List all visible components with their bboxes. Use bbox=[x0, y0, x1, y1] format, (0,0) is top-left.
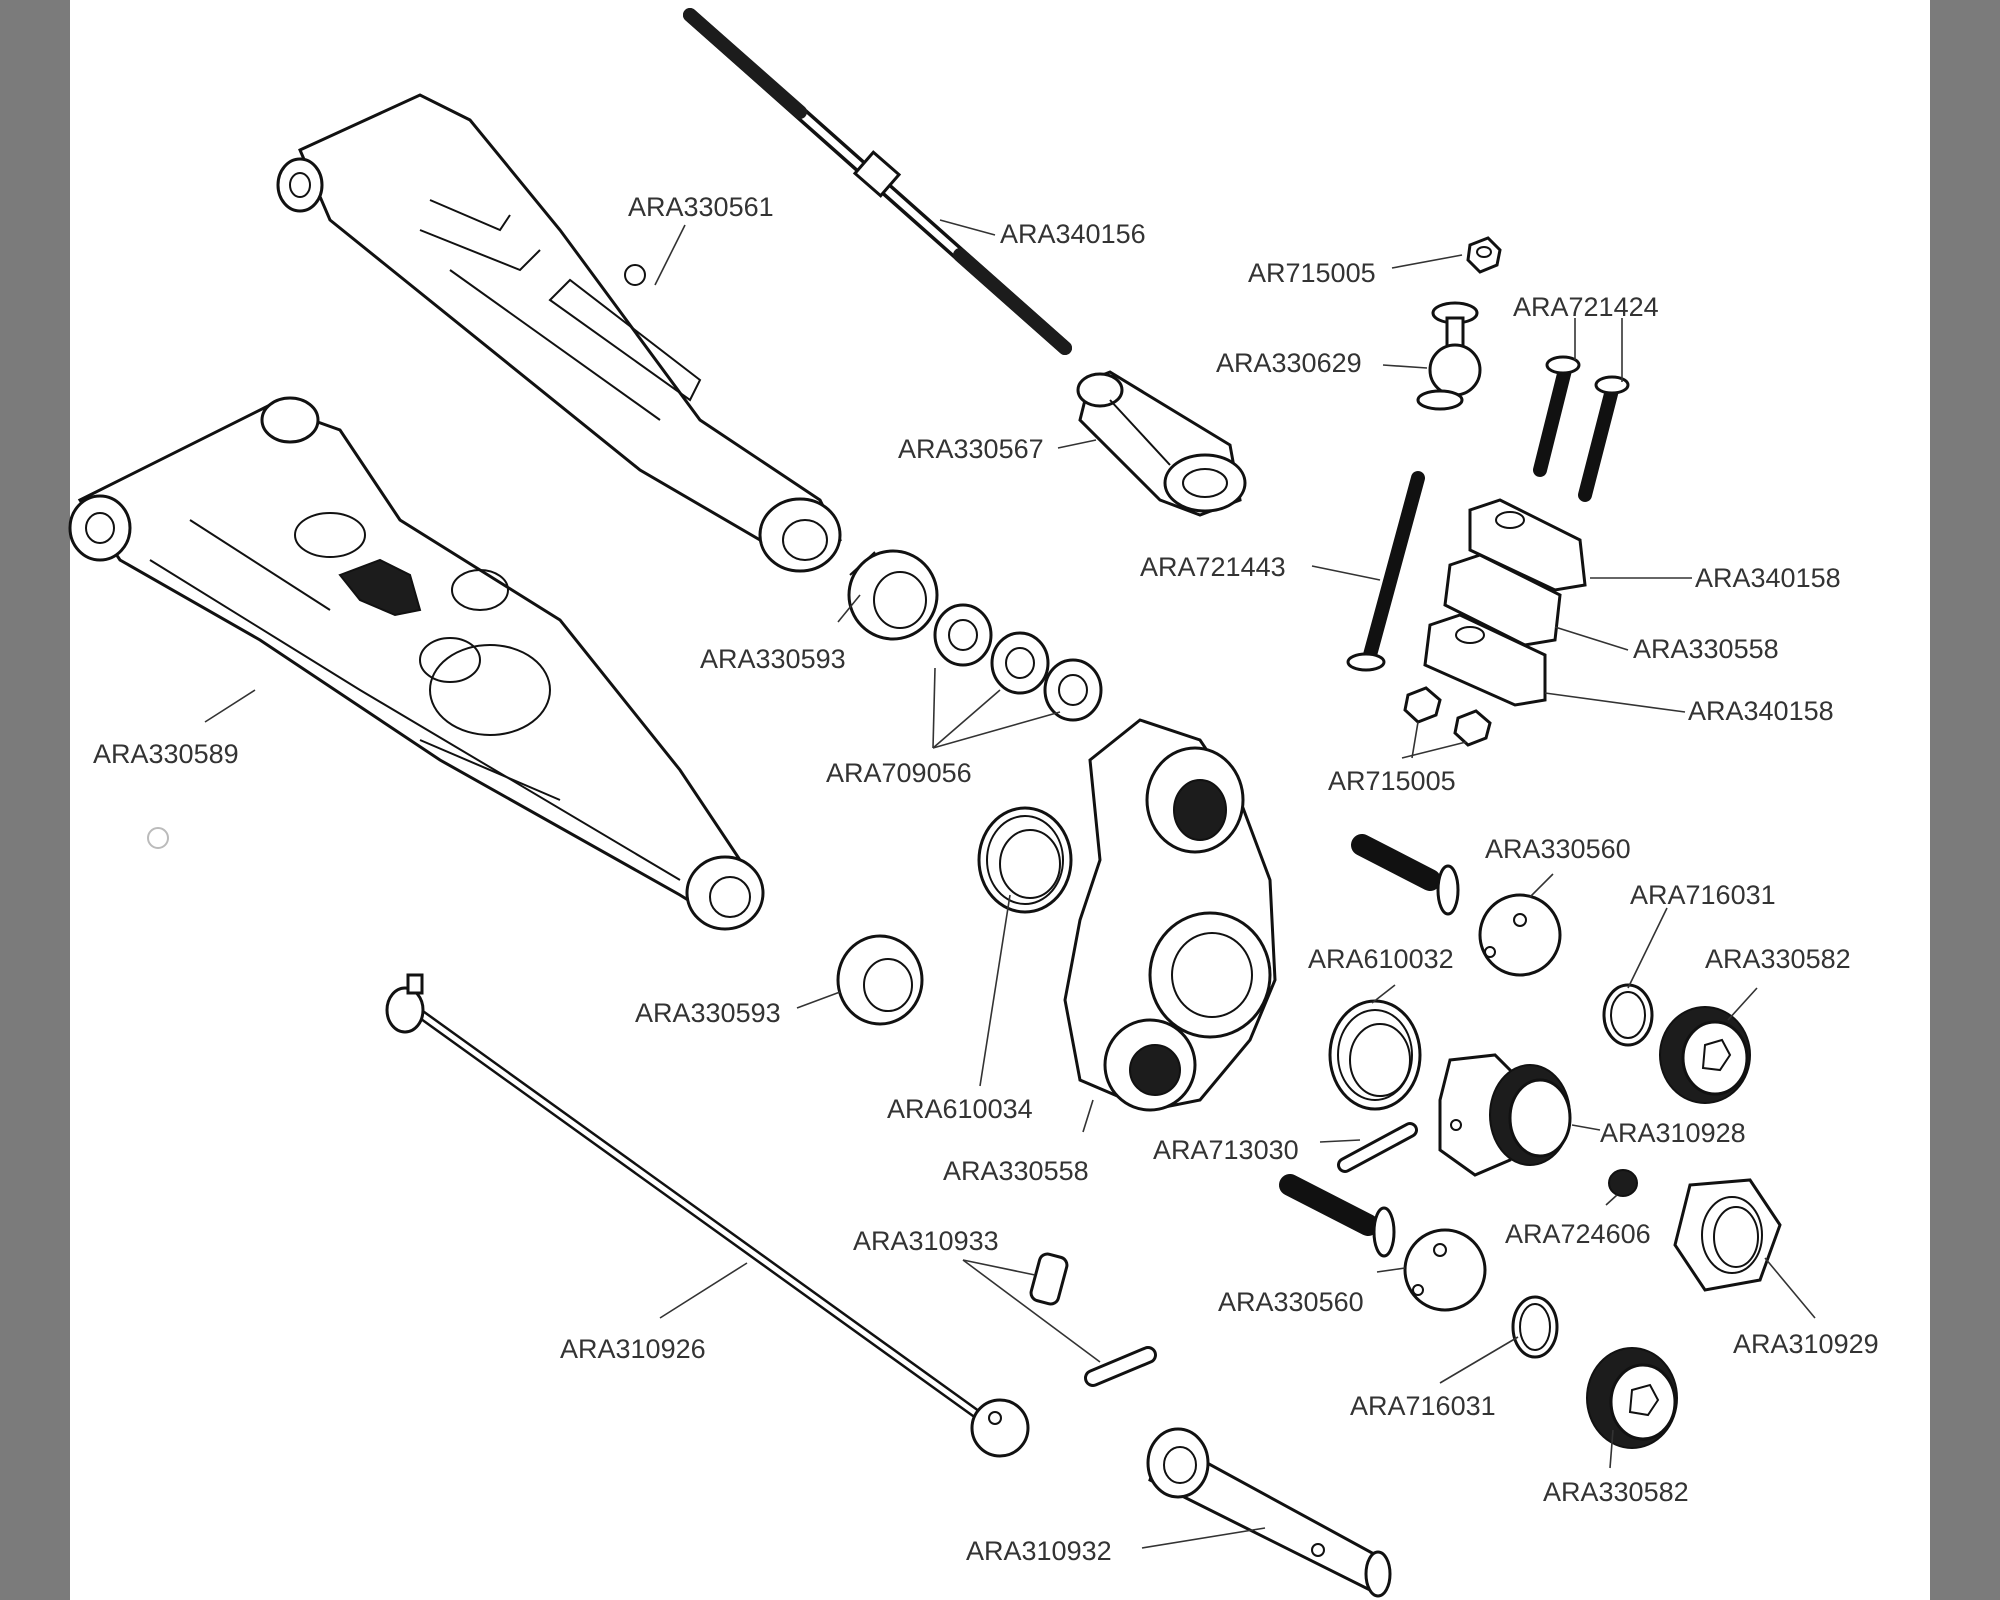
label-ball-lower: ARA330560 bbox=[1218, 1287, 1364, 1317]
pin-part bbox=[1337, 1122, 1418, 1173]
wheel-nut-part bbox=[1673, 1178, 1782, 1292]
ball-stud-upper-part bbox=[1351, 834, 1562, 977]
rod-end-part bbox=[1076, 370, 1247, 517]
shims-part bbox=[933, 603, 1103, 722]
axle-part bbox=[1146, 1427, 1392, 1598]
bearing-right-part bbox=[1328, 999, 1422, 1111]
bushing-upper-part bbox=[847, 549, 939, 641]
label-mount-bottom: ARA340158 bbox=[1688, 696, 1834, 726]
label-plug-lower: ARA330582 bbox=[1543, 1477, 1689, 1507]
label-plug-upper: ARA330582 bbox=[1705, 944, 1851, 974]
mount-blocks-part bbox=[1423, 498, 1587, 707]
screws-pair-part bbox=[1533, 355, 1630, 502]
pins-pair-part bbox=[1029, 1252, 1157, 1387]
label-hex-hub: ARA310928 bbox=[1600, 1118, 1746, 1148]
label-turnbuckle: ARA340156 bbox=[1000, 219, 1146, 249]
label-axle: ARA310932 bbox=[966, 1536, 1112, 1566]
label-nut-top: AR715005 bbox=[1248, 258, 1376, 288]
label-ball-top: ARA330629 bbox=[1216, 348, 1362, 378]
label-oring-lower: ARA716031 bbox=[1350, 1391, 1496, 1421]
label-lower-arm: ARA330589 bbox=[93, 739, 239, 769]
label-upper-arm: ARA330561 bbox=[628, 192, 774, 222]
label-bushing-lower: ARA330593 bbox=[635, 998, 781, 1028]
bearing-left-part bbox=[977, 806, 1073, 914]
label-set-screw: ARA724606 bbox=[1505, 1219, 1651, 1249]
plug-upper-part bbox=[1659, 1006, 1751, 1104]
bushing-lower-part bbox=[836, 934, 924, 1026]
label-screws-pair: ARA721424 bbox=[1513, 292, 1659, 322]
label-shims: ARA709056 bbox=[826, 758, 972, 788]
long-screw-part bbox=[1346, 471, 1425, 672]
label-bearing-right: ARA610032 bbox=[1308, 944, 1454, 974]
ball-stud-lower-part bbox=[1279, 1174, 1487, 1312]
label-ball-upper: ARA330560 bbox=[1485, 834, 1631, 864]
hex-hub-part bbox=[1438, 1053, 1572, 1177]
oring-upper-part bbox=[1602, 983, 1654, 1047]
label-nuts-pair: AR715005 bbox=[1328, 766, 1456, 796]
oring-lower-part bbox=[1511, 1295, 1559, 1359]
label-rod-end: ARA330567 bbox=[898, 434, 1044, 464]
label-wheel-nut: ARA310929 bbox=[1733, 1329, 1879, 1359]
label-dogbone: ARA310926 bbox=[560, 1334, 706, 1364]
label-pins-pair: ARA310933 bbox=[853, 1226, 999, 1256]
label-mount-top: ARA340158 bbox=[1695, 563, 1841, 593]
nut-top-part bbox=[1466, 236, 1502, 274]
label-oring-upper: ARA716031 bbox=[1630, 880, 1776, 910]
label-mount-mid: ARA330558 bbox=[1633, 634, 1779, 664]
plug-lower-part bbox=[1586, 1347, 1678, 1449]
hub-carrier-part bbox=[1063, 718, 1277, 1112]
label-bearing-left: ARA610034 bbox=[887, 1094, 1033, 1124]
label-hub-carrier: ARA330558 bbox=[943, 1156, 1089, 1186]
leader-lines bbox=[204, 219, 1816, 1549]
set-screw-part bbox=[1608, 1169, 1638, 1197]
dogbone-part bbox=[385, 973, 1030, 1458]
diagram-sheet bbox=[70, 0, 1930, 1600]
nuts-pair-part bbox=[1403, 686, 1492, 747]
label-pin: ARA713030 bbox=[1153, 1135, 1299, 1165]
label-long-screw: ARA721443 bbox=[1140, 552, 1286, 582]
turnbuckle-part bbox=[683, 8, 1072, 355]
ball-stud-top-part bbox=[1416, 301, 1482, 411]
upper-arm-part bbox=[276, 93, 842, 573]
small-circle-mark bbox=[147, 827, 169, 849]
part-labels: ARA330561 ARA340156 AR715005 ARA721424 A… bbox=[93, 192, 1879, 1566]
label-bushing-upper: ARA330593 bbox=[700, 644, 846, 674]
lower-arm-part bbox=[68, 396, 765, 931]
